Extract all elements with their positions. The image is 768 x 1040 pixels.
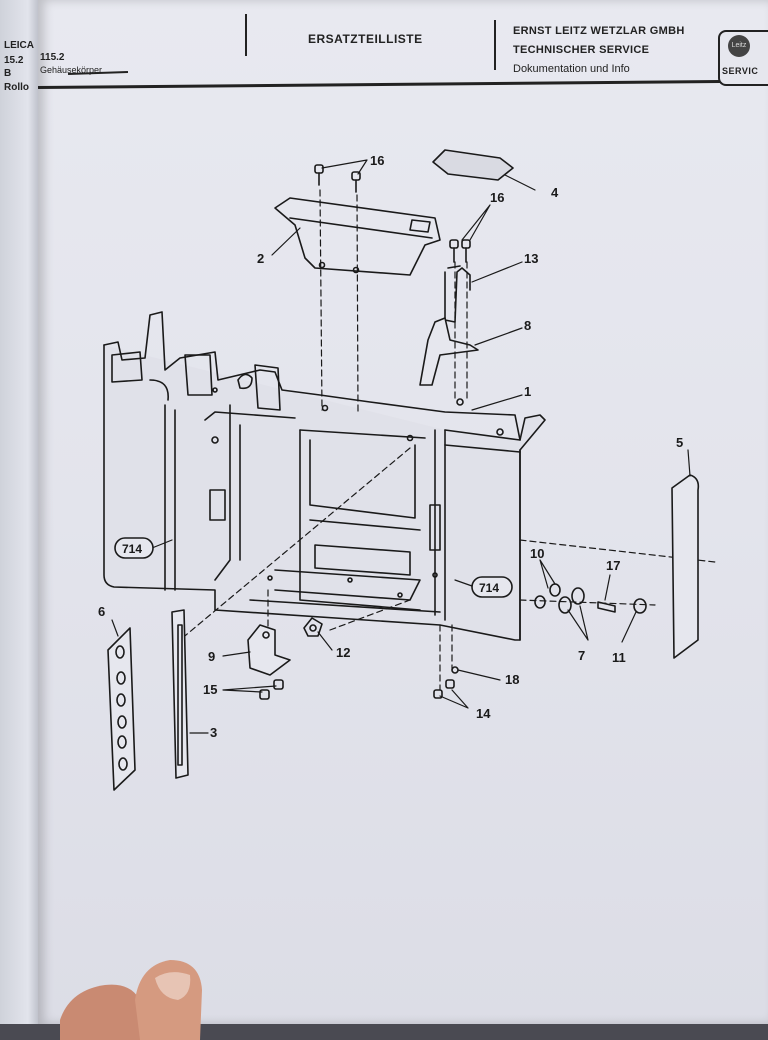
section-name: Gehäusekörper <box>40 65 103 75</box>
leitz-logo-circle: Leitz <box>728 35 750 57</box>
header-divider-1 <box>245 14 247 56</box>
part-label-6: 6 <box>98 604 105 619</box>
part-label-16-top: 16 <box>370 153 384 168</box>
department-name: TECHNISCHER SERVICE <box>513 44 650 56</box>
ref-bubble-left <box>114 537 154 559</box>
part-label-9: 9 <box>208 649 215 664</box>
part-label-10: 10 <box>530 546 544 561</box>
part-label-1: 1 <box>524 384 531 399</box>
header-divider-2 <box>494 20 496 70</box>
part-label-2: 2 <box>257 251 264 266</box>
part-8-lever <box>419 317 479 386</box>
company-name: ERNST LEITZ WETZLAR GMBH <box>513 25 685 37</box>
part-12-nut <box>303 617 323 637</box>
part-label-18: 18 <box>505 672 519 687</box>
part-label-7: 7 <box>578 648 585 663</box>
part-6-plate <box>107 627 136 791</box>
ref-bubble-right <box>471 576 513 598</box>
part-label-13: 13 <box>524 251 538 266</box>
part-label-16-right: 16 <box>490 190 504 205</box>
leitz-logo: Leitz SERVIC <box>718 30 768 86</box>
company-block: ERNST LEITZ WETZLAR GMBH TECHNISCHER SER… <box>513 22 685 79</box>
header-left-info: 115.2 Gehäusekörper <box>40 10 102 76</box>
department-subtitle: Dokumentation und Info <box>513 63 630 75</box>
logo-text: SERVIC <box>722 66 759 76</box>
part-label-15: 15 <box>203 682 217 697</box>
part-3-strip <box>171 609 189 779</box>
part-label-8: 8 <box>524 318 531 333</box>
part-9-bracket <box>247 624 291 676</box>
camera-body-frame <box>103 311 546 641</box>
thumb-photo-detail <box>60 960 202 1040</box>
left-page-text-2: 15.2 <box>4 55 24 66</box>
part-label-4: 4 <box>551 185 559 200</box>
part-5-panel <box>671 474 700 659</box>
small-parts-right <box>534 583 647 614</box>
part-label-11: 11 <box>612 650 626 665</box>
leader-lines <box>111 159 691 734</box>
left-page-text-1: LEICA <box>4 40 34 51</box>
page-header: 115.2 Gehäusekörper ERSATZTEILLISTE ERNS… <box>38 0 768 100</box>
left-page-edge: LEICA 15.2 B Rollo <box>0 0 40 1024</box>
part-13-bracket <box>444 265 471 323</box>
left-page-text-3: B <box>4 68 12 79</box>
part-4-cover <box>432 149 514 181</box>
part-label-3: 3 <box>210 725 217 740</box>
screws-16-top <box>314 164 471 263</box>
page-title: ERSATZTEILLISTE <box>308 32 423 46</box>
ref-714-right: 714 <box>479 581 499 595</box>
ref-714-left: 714 <box>122 542 142 556</box>
part-label-12: 12 <box>336 645 350 660</box>
screws-15 <box>259 679 284 700</box>
part-label-17: 17 <box>606 558 620 573</box>
left-page-text-4: Rollo <box>4 82 29 93</box>
model-number: 115.2 <box>40 52 65 63</box>
part-label-5: 5 <box>676 435 683 450</box>
part-label-14: 14 <box>476 706 491 721</box>
